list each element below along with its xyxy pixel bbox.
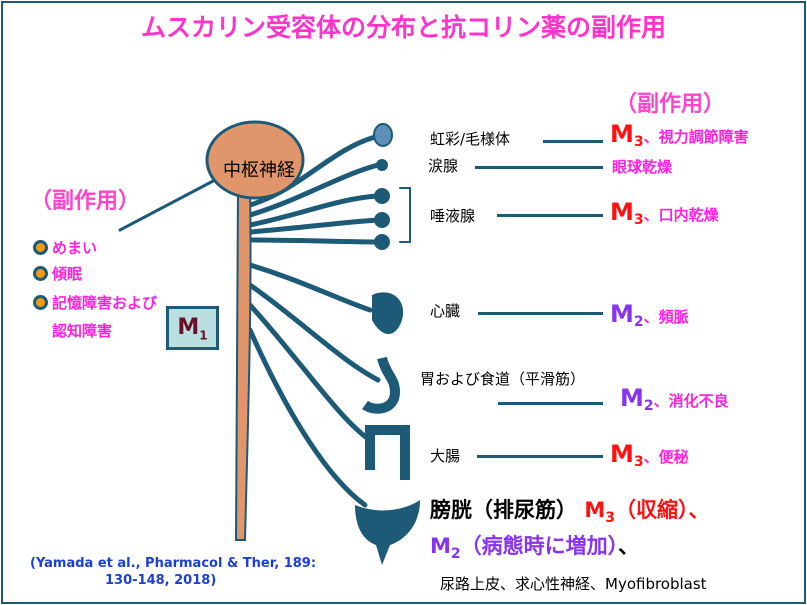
left-side-effects-heading: （副作用） [30, 189, 141, 214]
nerve-colon [247, 302, 373, 443]
organ-label-heart: 心臓 [430, 302, 461, 320]
spinal-cord [234, 189, 252, 541]
organ-label-colon: 大腸 [430, 447, 461, 465]
right-side-effects-heading: （副作用） [615, 92, 726, 117]
bladder-icon [355, 500, 420, 565]
brain-pointer [118, 178, 217, 232]
organ-label-lacrimal: 涙腺 [428, 157, 459, 175]
citation-line-2: 130-148, 2018) [105, 573, 217, 588]
nerve-salivary-1 [247, 193, 381, 228]
left-effect-item-cont: 認知障害 [52, 322, 113, 340]
bullet-icon [33, 240, 48, 255]
nerve-salivary-3 [247, 237, 381, 245]
effect-salivary: M3、口内乾燥 [610, 198, 719, 229]
salivary-gland-icon [374, 234, 390, 250]
nerve-salivary-2 [247, 217, 381, 235]
left-effect-item: めまい [33, 237, 97, 258]
connector-line [477, 455, 603, 458]
eye-icon [373, 123, 393, 147]
m1-receptor-box: M1 [166, 306, 219, 350]
organ-label-salivary: 唾液腺 [430, 207, 476, 225]
connector-line [497, 214, 603, 217]
connector-line [498, 402, 603, 405]
effect-heart: M2、頻脈 [610, 300, 689, 331]
bullet-icon [33, 266, 48, 281]
effect-iris: M3、視力調節障害 [610, 120, 749, 151]
nerve-bladder [247, 327, 368, 508]
nerve-stomach [247, 282, 381, 383]
salivary-bracket [399, 187, 411, 243]
slide-title: ムスカリン受容体の分布と抗コリン薬の副作用 [140, 13, 666, 42]
bladder-line-1: 膀胱（排尿筋） M3（収縮）、 [430, 498, 710, 527]
salivary-gland-icon [374, 188, 390, 204]
organ-label-stomach: 胃および食道（平滑筋） [420, 370, 586, 388]
connector-line [475, 166, 603, 169]
effect-colon: M3、便秘 [610, 440, 689, 471]
colon-icon [365, 425, 410, 480]
organ-label-iris: 虹彩/毛様体 [430, 130, 511, 148]
stomach-icon [362, 356, 401, 414]
connector-line [543, 140, 603, 143]
nerve-heart [247, 262, 373, 313]
left-effect-item: 記憶障害および [33, 292, 157, 313]
effect-lacrimal: 眼球乾燥 [612, 158, 673, 176]
nerve-eye [247, 134, 378, 208]
lacrimal-gland-icon [376, 159, 388, 171]
bladder-line-2: M2（病態時に増加）、 [430, 534, 640, 563]
nerve-lacrimal [247, 162, 381, 218]
brain-label: 中枢神経 [223, 160, 295, 181]
heart-icon [372, 292, 404, 335]
salivary-gland-icon [374, 212, 390, 228]
connector-line [478, 312, 603, 315]
left-effect-item: 傾眠 [33, 263, 82, 284]
bladder-other-receptors: 尿路上皮、求心性神経、Myofibroblast [440, 575, 707, 593]
effect-stomach: M2、消化不良 [620, 384, 729, 415]
bullet-icon [33, 295, 48, 310]
citation-line-1: (Yamada et al., Pharmacol & Ther, 189: [30, 556, 317, 571]
brain-icon [205, 120, 305, 200]
